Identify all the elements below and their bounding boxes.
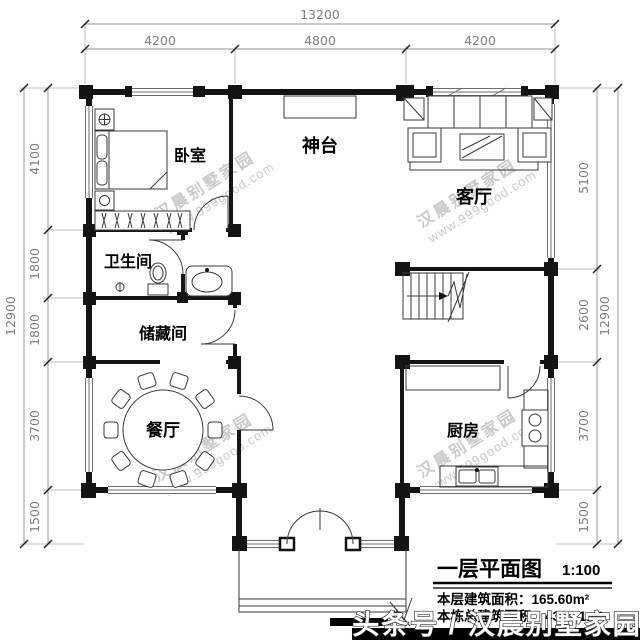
dim-left-seg1: 4100 <box>27 143 42 175</box>
dim-right-seg3: 3700 <box>576 410 591 442</box>
area-floor-text: 本层建筑面积：165.60m² <box>437 591 590 607</box>
dim-right-seg4: 1500 <box>576 501 591 533</box>
title-block: 一层平面图 1:100 本层建筑面积：165.60m² 本栋总建筑面积：434.… <box>433 558 612 624</box>
dim-right-total: 12900 <box>597 296 612 336</box>
dimension-right: 5100 2600 3700 1500 12900 <box>556 83 623 549</box>
dim-top-seg1: 4200 <box>144 33 176 48</box>
dimension-left: 12900 4100 1800 1800 3700 1500 <box>3 83 84 549</box>
stairs <box>402 271 470 323</box>
room-label-storage: 储藏间 <box>138 324 187 343</box>
room-label-kitchen: 厨房 <box>447 421 479 440</box>
toilet <box>147 262 169 296</box>
dim-top-seg3: 4200 <box>464 33 496 48</box>
dim-left-total: 12900 <box>3 296 18 336</box>
dim-top-seg2: 4800 <box>304 33 336 48</box>
dining-table <box>103 372 223 488</box>
dimension-top: 13200 4200 4800 4200 <box>80 7 560 84</box>
columns <box>79 85 559 552</box>
banner-text: 头条号 / 汉晨别墅家园 <box>352 609 640 640</box>
room-label-living: 客厅 <box>456 186 492 207</box>
room-label-bathroom: 卫生间 <box>104 252 152 271</box>
kitchen-counter <box>405 365 549 488</box>
room-label-altar: 神台 <box>302 135 338 156</box>
dim-right-seg2: 2600 <box>576 299 591 331</box>
wardrobe <box>94 210 191 231</box>
banner-bar <box>352 628 640 640</box>
sofa-set <box>403 95 553 171</box>
dim-left-seg2: 1800 <box>27 248 42 280</box>
altar-table <box>283 95 357 119</box>
area-total-text: 本栋总建筑面积：434.41m² <box>437 608 603 624</box>
banner-dash <box>330 618 388 626</box>
doors <box>148 195 541 545</box>
dim-left-seg4: 3700 <box>27 410 42 442</box>
windows <box>84 87 556 549</box>
entrance-steps <box>238 549 413 627</box>
dim-right-seg1: 5100 <box>576 162 591 194</box>
plan-scale: 1:100 <box>562 562 600 579</box>
dim-left-seg5: 1500 <box>27 501 42 533</box>
bed <box>94 108 168 211</box>
plan-title: 一层平面图 <box>437 558 542 581</box>
room-label-dining: 餐厅 <box>146 420 180 440</box>
washbasin <box>185 265 233 297</box>
floor-drain <box>115 282 125 292</box>
dim-top-total: 13200 <box>300 7 340 22</box>
banner: 头条号 / 汉晨别墅家园 <box>330 608 640 640</box>
dim-left-seg3: 1800 <box>27 314 42 346</box>
room-label-bedroom: 卧室 <box>174 146 206 165</box>
